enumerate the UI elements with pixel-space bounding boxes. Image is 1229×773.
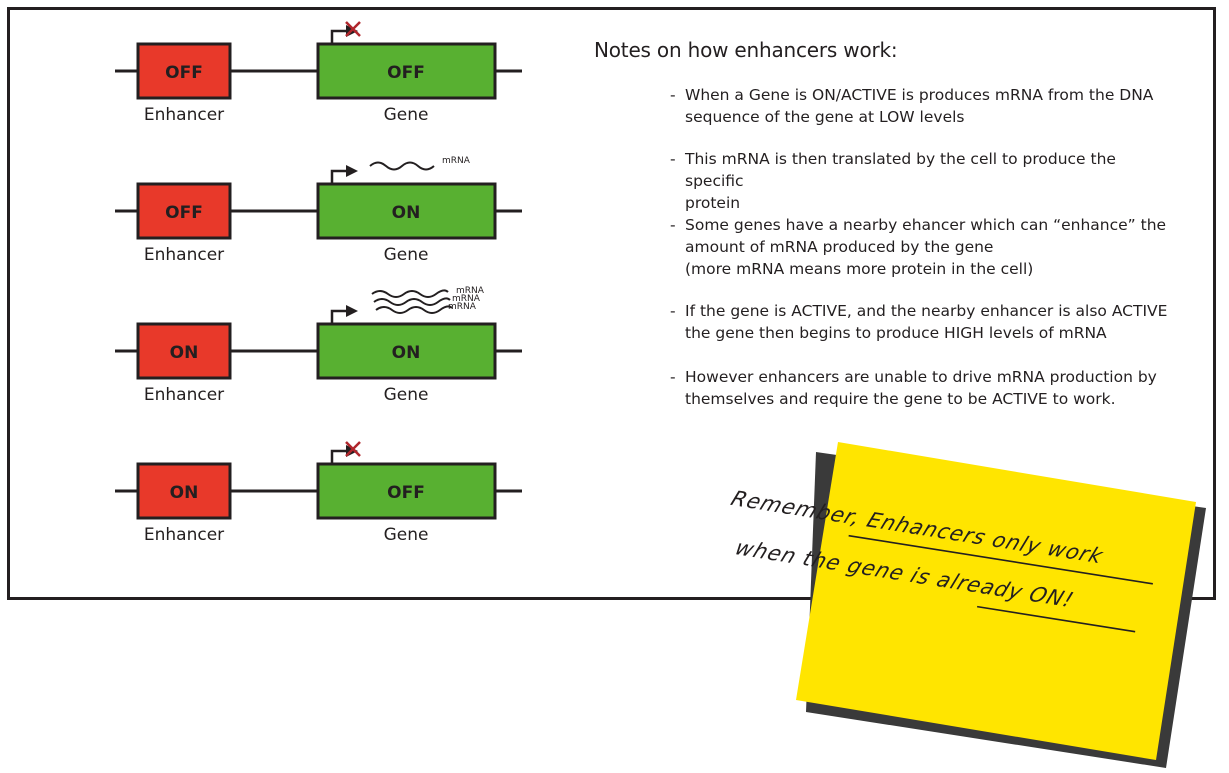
enhancer-state: ON [170,483,199,503]
bullet-dash: - [670,368,676,386]
mrna-label: mRNA [448,302,477,312]
mrna-wave [369,161,435,171]
enhancer-label: Enhancer [144,245,224,265]
promoter-arrow-icon [330,309,348,324]
enhancer-box [136,462,232,520]
gene-label: Gene [384,245,429,265]
gene-label: Gene [384,105,429,125]
note-text: This mRNA is then translated by the cell… [685,148,1170,214]
note-line: amount of mRNA produced by the gene [685,238,994,256]
row-4: ON OFF Enhancer Gene [115,441,522,545]
note-text: However enhancers are unable to drive mR… [685,366,1170,410]
sticky-underline-1 [848,534,1153,585]
blocked-cross-icon [345,441,361,457]
enhancer-box [136,182,232,240]
blocked-cross-icon [345,21,361,37]
enhancer-state: OFF [165,203,203,223]
note-text: If the gene is ACTIVE, and the nearby en… [685,300,1170,344]
note-item: -This mRNA is then translated by the cel… [670,148,1170,214]
notes-title: Notes on how enhancers work: [594,38,898,62]
bullet-dash: - [670,302,676,320]
note-item: -When a Gene is ON/ACTIVE is produces mR… [670,84,1170,128]
mrna-label: mRNA [442,156,471,166]
gene-state: OFF [387,483,425,503]
mrna-label: mRNA [456,286,485,296]
note-line: the gene then begins to produce HIGH lev… [685,324,1107,342]
gene-label: Gene [384,385,429,405]
note-line: (more mRNA means more protein in the cel… [685,260,1034,278]
note-line: If the gene is ACTIVE, and the nearby en… [685,302,1168,320]
note-line: themselves and require the gene to be AC… [685,390,1116,408]
note-line: When a Gene is ON/ACTIVE is produces mRN… [685,86,1154,104]
gene-state: ON [392,203,421,223]
enhancer-state: OFF [165,63,203,83]
bullet-dash: - [670,150,676,168]
mrna-wave [373,297,451,306]
promoter-arrowhead-icon [346,305,358,317]
mrna-wave [375,305,453,314]
enhancer-label: Enhancer [144,525,224,545]
gene-label: Gene [384,525,429,545]
enhancer-label: Enhancer [144,385,224,405]
mrna-wave [371,289,449,298]
note-line: Some genes have a nearby ehancer which c… [685,216,1167,234]
gene-state: ON [392,343,421,363]
note-line: protein [685,194,741,212]
row-2: OFF ON Enhancer Gene mRNA [115,156,522,265]
gene-box [316,322,497,380]
enhancer-box [136,42,232,100]
enhancer-box [136,322,232,380]
sticky-note-paper [796,442,1196,760]
bullet-dash: - [670,216,676,234]
gene-state: OFF [387,63,425,83]
note-item: -However enhancers are unable to drive m… [670,366,1170,410]
note-line: However enhancers are unable to drive mR… [685,368,1157,386]
row-1: OFF OFF Enhancer Gene [115,21,522,125]
promoter-arrow-icon [330,29,348,44]
gene-box [316,42,497,100]
bullet-dash: - [670,86,676,104]
gene-box [316,182,497,240]
promoter-arrowhead-icon [346,165,358,177]
note-item: -If the gene is ACTIVE, and the nearby e… [670,300,1170,344]
gene-box [316,462,497,520]
enhancer-label: Enhancer [144,105,224,125]
note-line: sequence of the gene at LOW levels [685,108,965,126]
note-text: When a Gene is ON/ACTIVE is produces mRN… [685,84,1170,128]
note-item: -Some genes have a nearby ehancer which … [670,214,1170,280]
promoter-arrow-icon [330,169,348,184]
promoter-arrow-icon [330,449,348,464]
note-line: This mRNA is then translated by the cell… [685,150,1116,190]
mrna-label: mRNA [452,294,481,304]
sticky-underline-2 [976,605,1136,633]
enhancer-state: ON [170,343,199,363]
note-text: Some genes have a nearby ehancer which c… [685,214,1170,280]
